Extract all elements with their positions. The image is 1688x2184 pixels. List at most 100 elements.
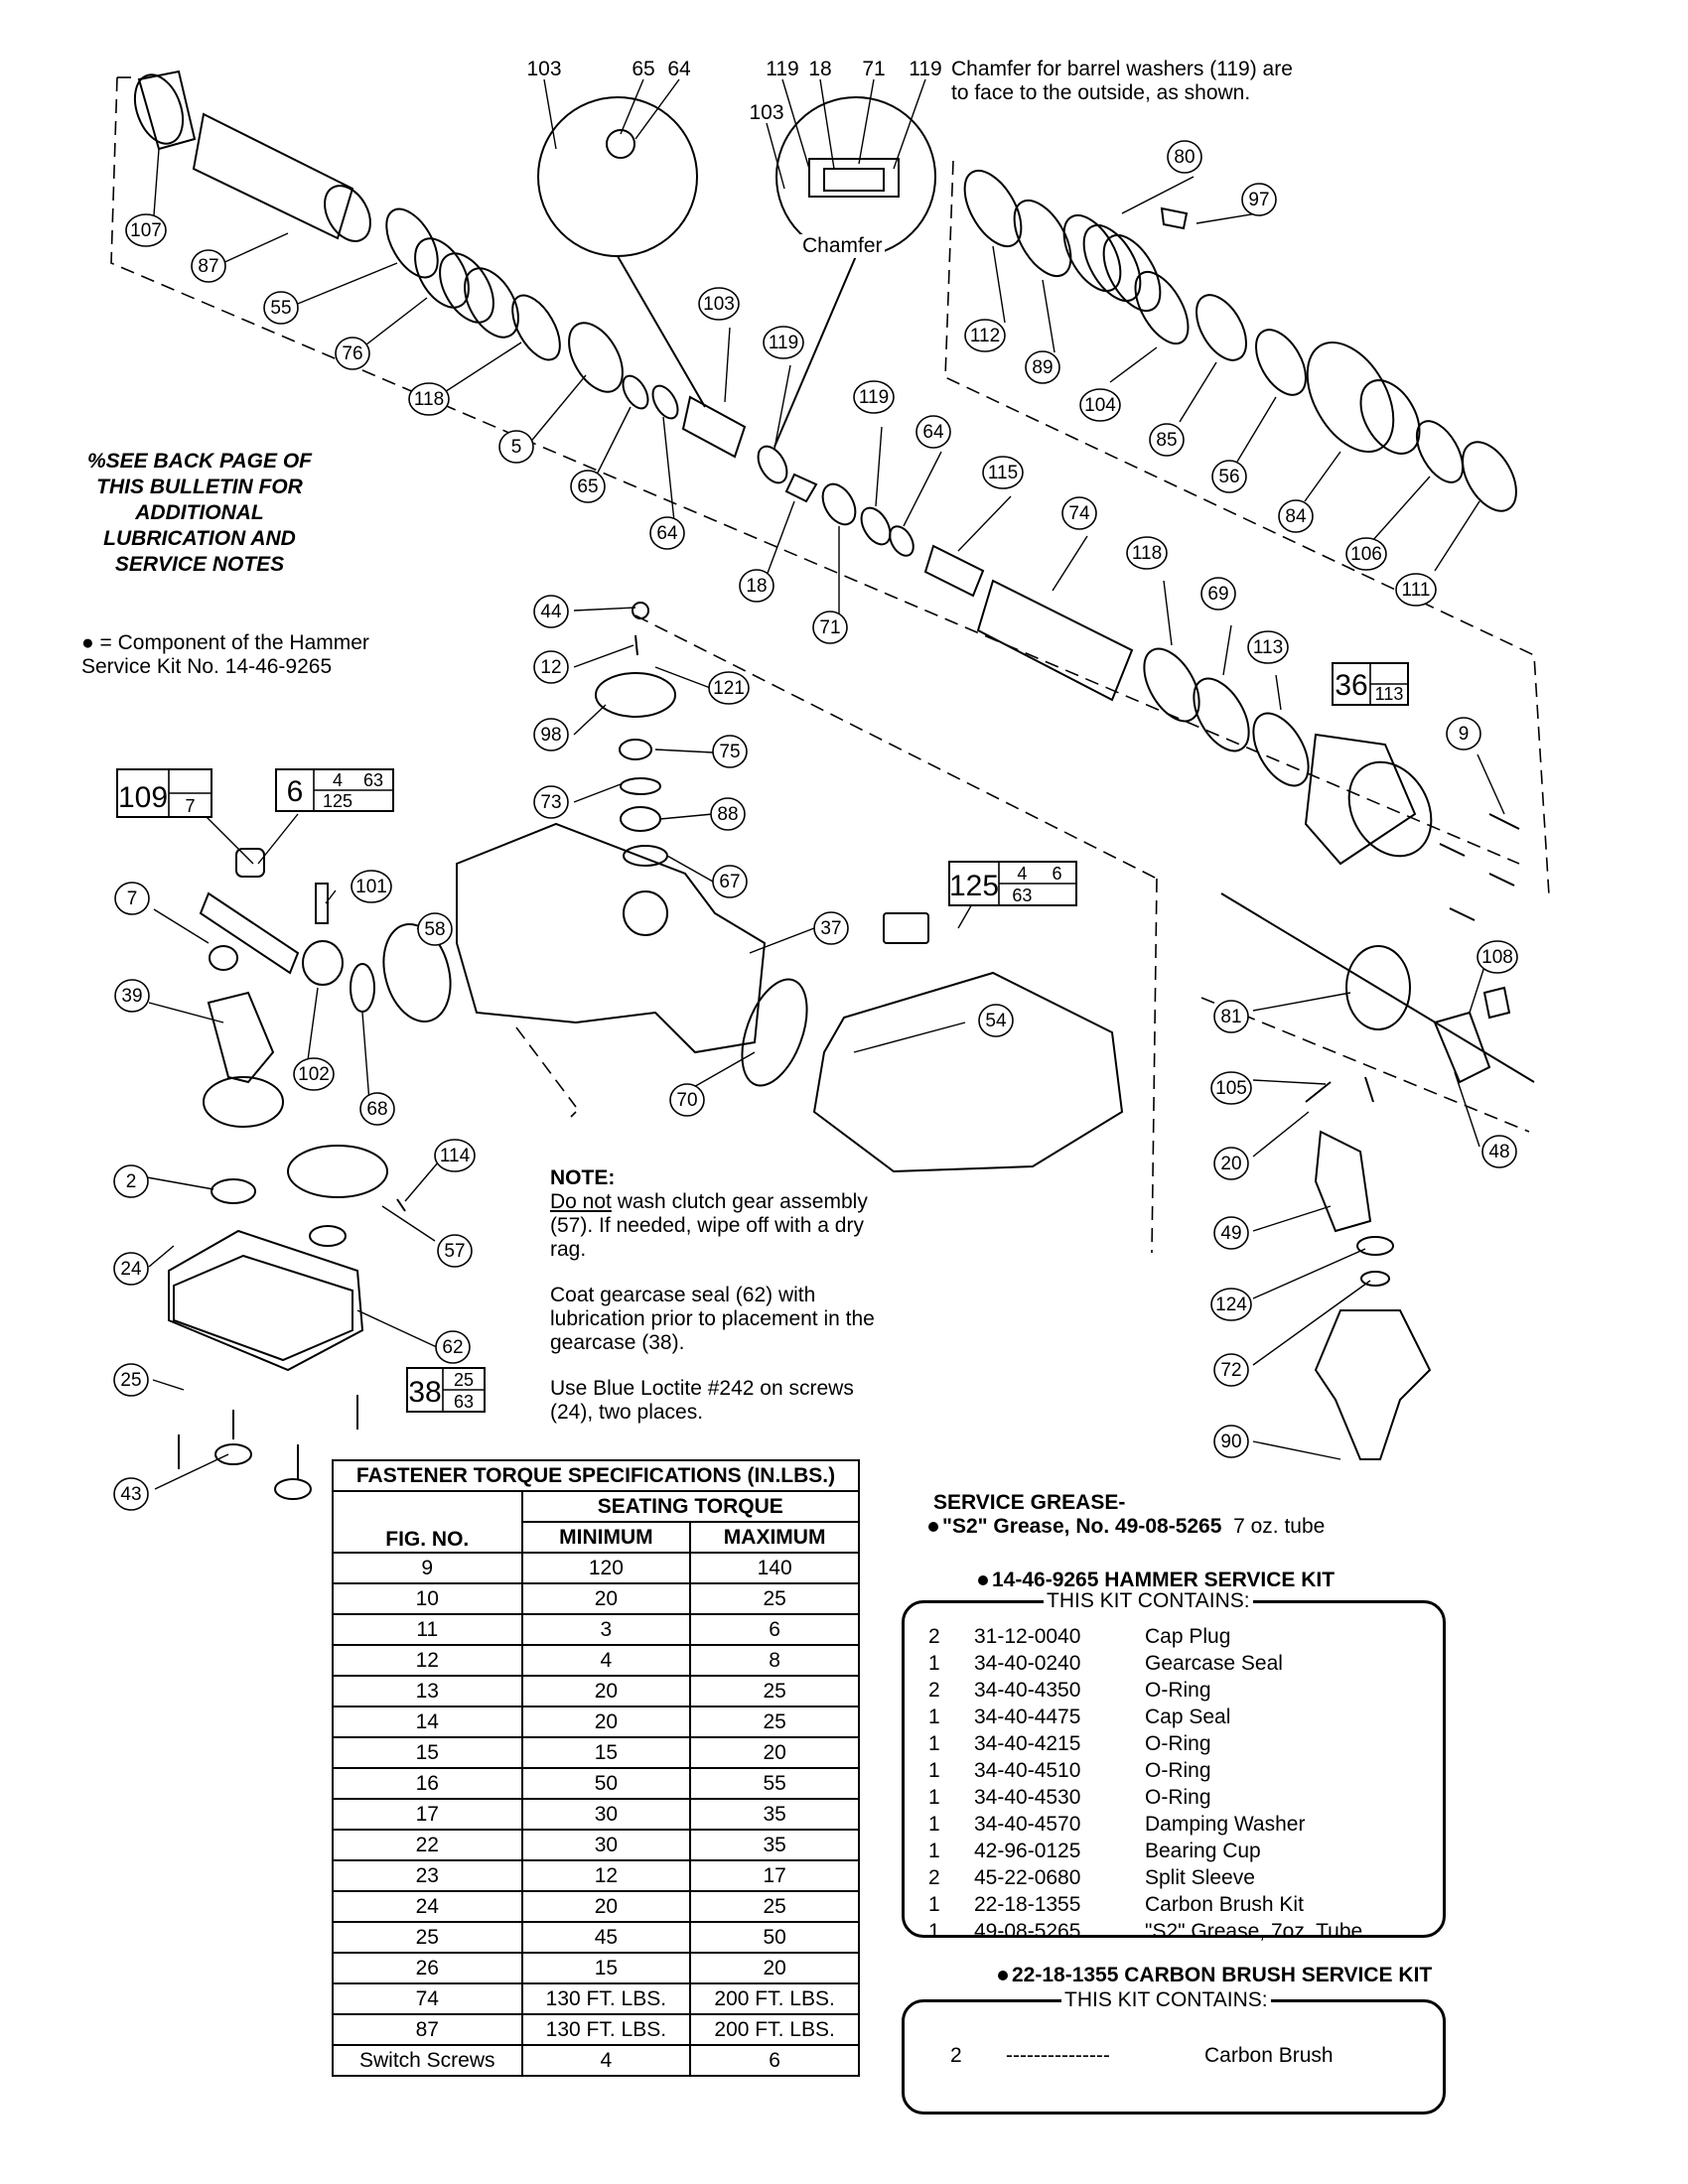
torque-fig-cell: 22: [332, 1829, 523, 1861]
part-callout-label: 43: [120, 1484, 141, 1505]
part-callout-97: 97: [1241, 183, 1277, 216]
ring-72: [1360, 1271, 1390, 1287]
ring-65: [622, 374, 649, 410]
kit-item-qty: 1: [928, 1706, 940, 1728]
kit-item-desc: O-Ring: [1145, 1732, 1211, 1755]
part-callout-label: 54: [985, 1011, 1007, 1031]
kit-item-desc: Cap Plug: [1145, 1625, 1231, 1648]
bearing-71: [821, 482, 857, 526]
ref-box-sub: 63: [1012, 886, 1032, 905]
ring-55: [385, 207, 439, 279]
part-callout-label: 105: [1215, 1078, 1247, 1099]
part-callout-label: 49: [1220, 1223, 1241, 1244]
detail-circle-left: [537, 96, 698, 257]
torque-min-cell: 130 FT. LBS.: [520, 1982, 692, 2015]
ref-box-sub: 125: [323, 791, 352, 811]
washer-43: [214, 1443, 252, 1465]
part-callout-label: 90: [1220, 1432, 1241, 1452]
top-callout-103: 103: [749, 101, 783, 124]
part-callout-label: 58: [424, 919, 445, 940]
chuck-sleeve-part: [133, 69, 197, 151]
part-callout-label: 107: [130, 220, 162, 241]
part-callout-102: 102: [293, 1057, 335, 1091]
torque-max-cell: 50: [689, 1921, 860, 1954]
torque-max-cell: 17: [689, 1859, 860, 1892]
torque-min-cell: 20: [520, 1675, 692, 1707]
part-callout-76: 76: [335, 337, 370, 370]
gearcase-37: [456, 822, 767, 1054]
torque-min-cell: 4: [520, 1644, 692, 1677]
part-callout-104: 104: [1079, 388, 1121, 422]
screw-12: [634, 634, 638, 656]
grease-item: "S2" Grease, No. 49-08-5265: [942, 1515, 1222, 1538]
torque-max-cell: 20: [689, 1736, 860, 1769]
part-callout-44: 44: [533, 595, 569, 628]
kit-item-qty: 1: [928, 1732, 940, 1755]
bearing-18: [784, 473, 818, 503]
striker-103: [681, 395, 747, 459]
torque-fig-cell: 14: [332, 1706, 523, 1738]
part-callout-62: 62: [435, 1330, 471, 1364]
torque-min-cell: 20: [520, 1706, 692, 1738]
component-legend-text: = Component of the Hammer Service Kit No…: [81, 631, 369, 678]
grease-size: 7 oz. tube: [1233, 1515, 1326, 1538]
kit-item-desc: Gearcase Seal: [1145, 1652, 1283, 1675]
part-callout-label: 5: [511, 437, 522, 458]
part-callout-label: 67: [719, 872, 740, 892]
ring-106: [1415, 420, 1465, 483]
torque-min-cell: 130 FT. LBS.: [520, 2013, 692, 2046]
part-callout-label: 39: [121, 986, 142, 1007]
torque-fig-cell: 25: [332, 1921, 523, 1954]
kit-bullet-icon: [978, 1575, 988, 1586]
part-callout-118: 118: [408, 382, 450, 416]
kit-item-part: 49-08-5265: [974, 1920, 1081, 1943]
part-callout-68: 68: [359, 1092, 395, 1126]
bearing-57b: [309, 1225, 347, 1247]
part-callout-label: 7: [127, 888, 138, 909]
part-callout-74: 74: [1061, 496, 1097, 530]
part-callout-label: 114: [440, 1146, 471, 1166]
torque-min-cell: 15: [520, 1952, 692, 1984]
torque-max-cell: 8: [689, 1644, 860, 1677]
part-callout-label: 111: [1402, 580, 1431, 601]
part-callout-label: 24: [120, 1259, 142, 1280]
torque-max-cell: 200 FT. LBS.: [689, 1982, 860, 2015]
ring-104: [1134, 270, 1190, 345]
part-callout-label: 20: [1220, 1154, 1241, 1174]
ref-box-sub: 63: [454, 1392, 474, 1412]
ref-box-main: 109: [118, 781, 168, 814]
ref-box-main: 36: [1335, 669, 1367, 702]
torque-col-min: MINIMUM: [520, 1521, 692, 1554]
part-callout-119: 119: [853, 380, 895, 414]
part-callout-label: 118: [414, 389, 444, 410]
kit-item-desc: O-Ring: [1145, 1679, 1211, 1702]
torque-col-max: MAXIMUM: [689, 1521, 860, 1554]
plug-44: [632, 602, 649, 619]
part-callout-81: 81: [1213, 1000, 1249, 1033]
part-callout-label: 101: [355, 877, 387, 897]
top-callout-119: 119: [766, 58, 798, 80]
part-callout-18: 18: [739, 569, 774, 603]
part-callout-113: 113: [1247, 630, 1289, 664]
torque-fig-cell: 24: [332, 1890, 523, 1923]
ref-box-sub: 113: [1375, 684, 1404, 704]
oring-70: [741, 978, 808, 1087]
part-callout-label: 106: [1350, 544, 1382, 565]
part-callout-label: 104: [1084, 395, 1116, 416]
rod-109: [199, 891, 300, 975]
part-callout-121: 121: [708, 671, 750, 705]
part-callout-20: 20: [1213, 1147, 1249, 1180]
part-callout-111: 111: [1395, 573, 1437, 607]
part-callout-90: 90: [1213, 1425, 1249, 1458]
kit-item-part: 34-40-0240: [974, 1652, 1081, 1675]
bushing-102: [302, 940, 344, 986]
part-callout-88: 88: [710, 797, 746, 831]
part-callout-89: 89: [1025, 350, 1060, 384]
piston-115: [923, 544, 985, 598]
part-callout-label: 70: [676, 1090, 697, 1111]
part-callout-label: 64: [922, 422, 944, 443]
